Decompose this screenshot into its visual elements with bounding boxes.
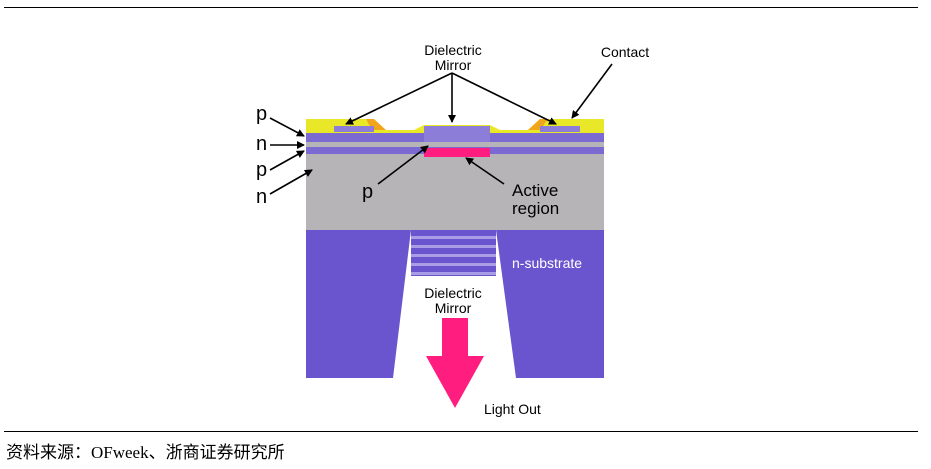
label-dielectric-mirror-bottom-2: Mirror [435,300,472,316]
label-p-inner: p [362,181,373,203]
bottom-dielectric-mirror-stack [411,230,496,276]
top-mirror-pad-right [540,126,580,132]
label-light-out: Light Out [484,401,541,417]
label-layer-p-1: p [256,103,267,125]
label-dielectric-mirror-top-2: Mirror [435,57,472,73]
top-mirror-pad-left [334,126,374,132]
n-substrate-layer [306,230,604,378]
n-gray-layer [306,154,604,230]
label-contact: Contact [601,44,649,60]
contact-edge [366,119,548,130]
source-note: 资料来源：OFweek、浙商证券研究所 [6,443,285,462]
label-layer-n-1: n [256,133,267,155]
label-layer-p-2: p [256,159,267,181]
label-dielectric-mirror-bottom-1: Dielectric [424,285,482,301]
label-n-substrate: n-substrate [512,255,582,271]
bottom-rule [4,431,918,432]
callout-lines [269,63,613,195]
label-active-region-1: Active [512,181,558,200]
label-layer-n-2: n [256,186,267,208]
light-out-arrow [426,318,484,408]
active-region-block [424,148,490,157]
top-rule [4,7,918,8]
label-active-region-2: region [512,199,559,218]
n-layer-thin [306,142,604,147]
top-mirror-pad-center [424,126,490,142]
label-dielectric-mirror-top-1: Dielectric [424,42,482,58]
vcsel-cross-section-diagram: Dielectric Mirror Contact p n p n p Acti… [256,42,649,417]
